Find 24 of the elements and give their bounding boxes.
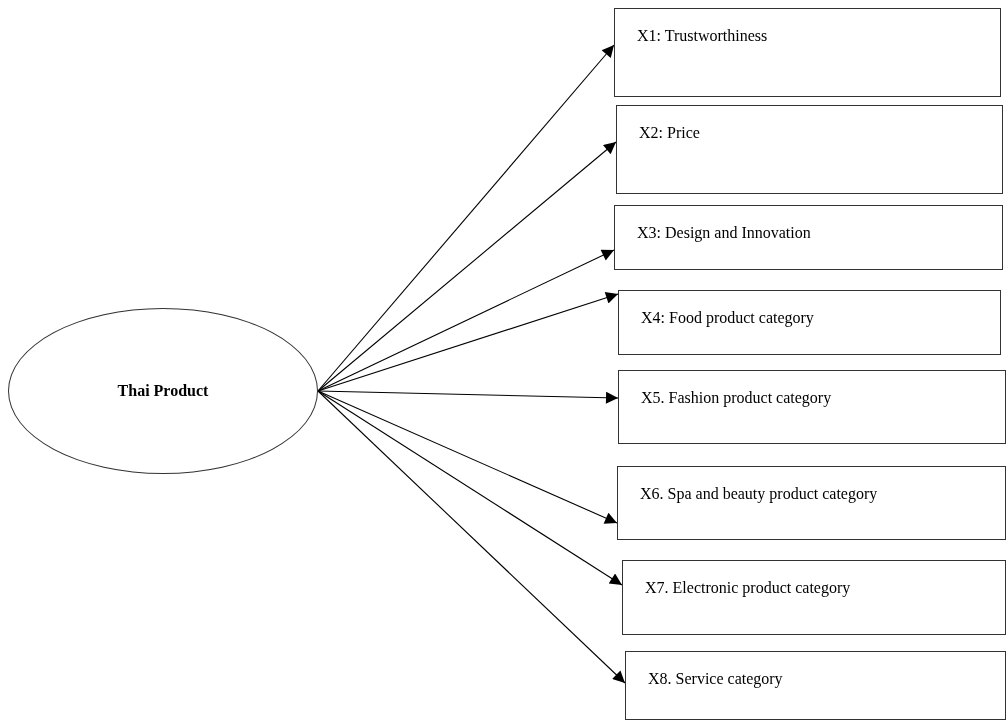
indicator-label: X1: Trustworthiness (637, 27, 768, 45)
indicator-label: X2: Price (639, 124, 700, 142)
indicator-box (617, 466, 1006, 540)
arrow (317, 390, 626, 684)
arrow (317, 44, 615, 392)
indicator-box (618, 290, 1001, 355)
indicator-box (616, 105, 1003, 194)
indicator-label: X3: Design and Innovation (637, 224, 811, 242)
indicator-label: X6. Spa and beauty product category (640, 485, 878, 503)
indicator-label: X5. Fashion product category (641, 389, 832, 407)
arrow (317, 390, 623, 586)
indicator-label: X7. Electronic product category (645, 579, 851, 597)
indicator-box (622, 560, 1006, 635)
construct-label: Thai Product (117, 382, 209, 400)
indicator-box (614, 205, 1003, 270)
indicator-label: X4: Food product category (641, 309, 814, 327)
indicator-box (625, 651, 1006, 720)
indicator-box (614, 8, 1001, 97)
indicator-label: X8. Service category (648, 670, 783, 688)
arrow (317, 390, 619, 404)
indicator-box (618, 370, 1006, 444)
arrow (317, 390, 618, 524)
arrow (317, 141, 617, 392)
arrow (317, 249, 615, 392)
